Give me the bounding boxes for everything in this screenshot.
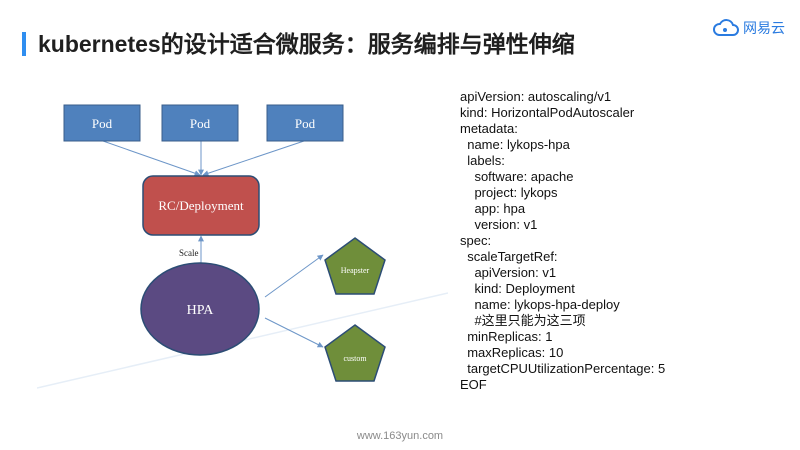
hpa-to-custom-edge — [264, 317, 324, 348]
slide-title: kubernetes的设计适合微服务：服务编排与弹性伸缩 — [38, 31, 575, 57]
heapster-node: Heapster — [324, 237, 386, 295]
code-line: app: hpa — [460, 201, 526, 216]
cloud-icon — [713, 19, 739, 36]
code-line: metadata: — [460, 121, 518, 136]
hpa-node: HPA — [140, 262, 260, 356]
code-line: kind: HorizontalPodAutoscaler — [460, 105, 635, 120]
brand-logo: 网易云 — [712, 17, 785, 39]
pod-label: Pod — [295, 116, 316, 131]
brand-name: 网易云 — [743, 20, 785, 36]
code-line: scaleTargetRef: — [460, 249, 558, 264]
deployment-label: RC/Deployment — [158, 198, 244, 213]
deployment-node: RC/Deployment — [142, 175, 260, 236]
scale-label: Scale — [179, 248, 199, 258]
heapster-label: Heapster — [341, 266, 370, 275]
code-line: software: apache — [460, 169, 574, 184]
code-line: EOF — [460, 377, 487, 392]
code-line: minReplicas: 1 — [460, 329, 553, 344]
code-line: apiVersion: autoscaling/v1 — [460, 89, 612, 104]
pod-node: Pod — [266, 104, 344, 142]
footer-url: www.163yun.com — [356, 430, 444, 442]
code-line: #这里只能为这三项 — [460, 313, 586, 328]
code-line: maxReplicas: 10 — [460, 345, 564, 360]
code-line: kind: Deployment — [460, 281, 575, 296]
title-accent-bar — [22, 32, 26, 56]
code-line: name: lykops-hpa — [460, 137, 570, 152]
code-line: name: lykops-hpa-deploy — [460, 297, 620, 312]
pod-node: Pod — [161, 104, 239, 142]
code-line: apiVersion: v1 — [460, 265, 557, 280]
custom-label: custom — [343, 354, 367, 363]
code-line: targetCPUUtilizationPercentage: 5 — [460, 361, 666, 376]
code-line: version: v1 — [460, 217, 538, 232]
pod-to-deployment-edges — [102, 140, 305, 177]
hpa-to-heapster-edge — [264, 254, 324, 298]
pod-label: Pod — [190, 116, 211, 131]
code-line: project: lykops — [460, 185, 558, 200]
pod-label: Pod — [92, 116, 113, 131]
custom-metrics-node: custom — [324, 324, 386, 382]
code-line: spec: — [460, 233, 492, 248]
hpa-architecture-diagram: Pod Pod Pod RC/Deployment Scale HPA Heap… — [37, 93, 448, 390]
hpa-label: HPA — [187, 303, 215, 318]
pod-node: Pod — [63, 104, 141, 142]
code-line: labels: — [460, 153, 505, 168]
